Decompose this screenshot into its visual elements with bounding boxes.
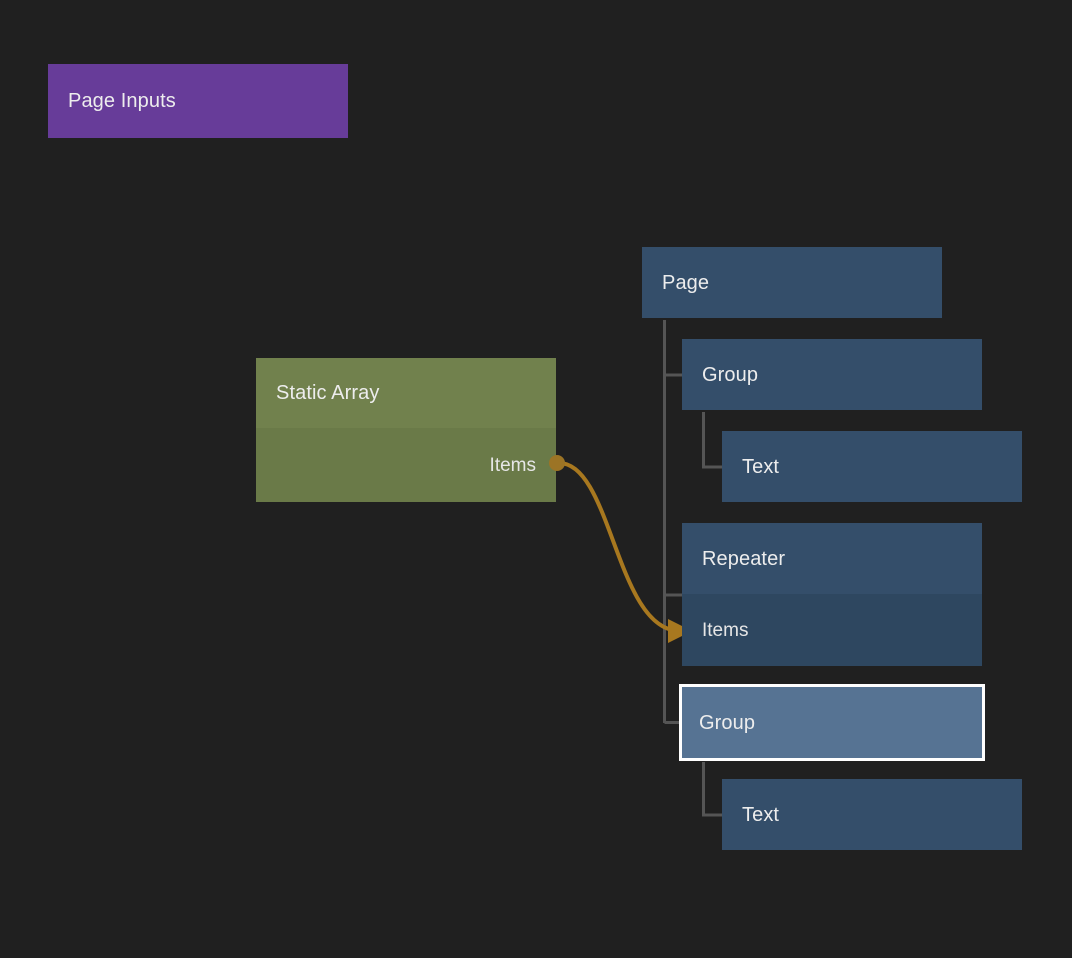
- node-text-one-header[interactable]: Text: [722, 431, 1022, 502]
- node-group-one[interactable]: Group: [682, 339, 982, 410]
- node-repeater[interactable]: Repeater Items: [682, 523, 982, 666]
- output-port-dot-items[interactable]: [549, 455, 565, 471]
- node-group-one-header[interactable]: Group: [682, 339, 982, 410]
- connection-wire-items[interactable]: [557, 461, 692, 643]
- tree-elbow-text-one: [702, 412, 722, 469]
- node-group-two-header[interactable]: Group: [682, 687, 982, 758]
- node-page[interactable]: Page: [642, 247, 942, 318]
- node-static-array[interactable]: Static Array Items: [256, 358, 556, 502]
- node-static-array-output-label: Items: [489, 454, 536, 476]
- node-static-array-title: Static Array: [276, 382, 380, 404]
- node-text-two[interactable]: Text: [722, 779, 1022, 850]
- node-page-inputs[interactable]: Page Inputs: [48, 64, 348, 138]
- node-text-one[interactable]: Text: [722, 431, 1022, 502]
- tree-connector-lines: [663, 320, 722, 817]
- node-repeater-title: Repeater: [702, 547, 786, 570]
- node-repeater-input-label: Items: [702, 619, 749, 641]
- tree-elbow-text-two: [702, 762, 722, 817]
- connection-arrowhead: [668, 619, 692, 643]
- node-static-array-output-items[interactable]: Items: [256, 428, 556, 502]
- node-static-array-header[interactable]: Static Array: [256, 358, 556, 428]
- node-repeater-input-items[interactable]: Items: [682, 594, 982, 666]
- node-text-one-title: Text: [742, 455, 780, 478]
- node-text-two-header[interactable]: Text: [722, 779, 1022, 850]
- node-repeater-header[interactable]: Repeater: [682, 523, 982, 594]
- node-page-inputs-title: Page Inputs: [68, 90, 176, 112]
- node-page-title: Page: [662, 271, 710, 294]
- node-group-two[interactable]: Group: [679, 684, 985, 761]
- connection-wire-path: [557, 461, 682, 633]
- node-page-header[interactable]: Page: [642, 247, 942, 318]
- node-text-two-title: Text: [742, 803, 780, 826]
- node-page-inputs-header[interactable]: Page Inputs: [48, 64, 348, 138]
- node-group-one-title: Group: [702, 363, 759, 386]
- node-group-two-title: Group: [699, 711, 756, 734]
